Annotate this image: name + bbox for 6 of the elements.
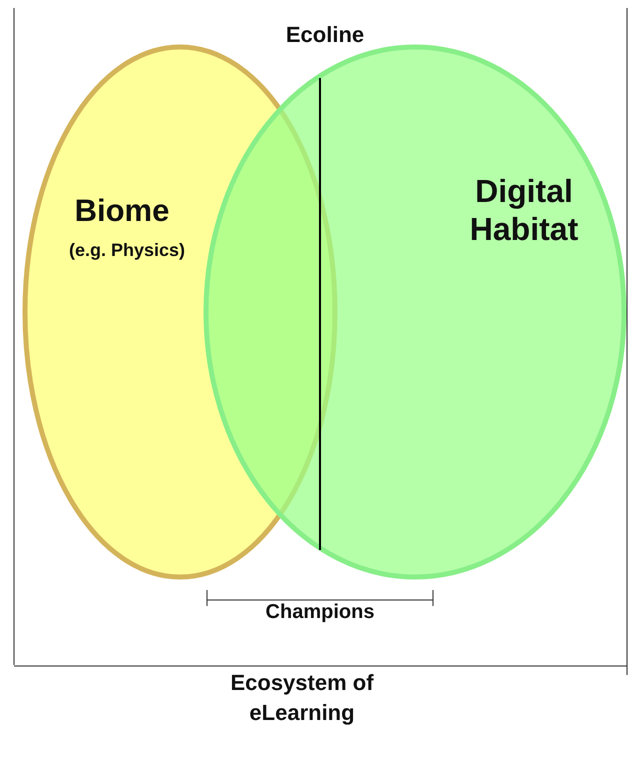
example-text: (e.g. Physics) [68,240,186,262]
bracket-label: Champions [264,600,376,625]
caption-text: Ecosystem of eLearning [229,669,375,727]
title-text: Digital Habitat [468,172,580,249]
title-text: Biome [74,192,170,230]
divider-label: Ecoline [284,21,366,49]
